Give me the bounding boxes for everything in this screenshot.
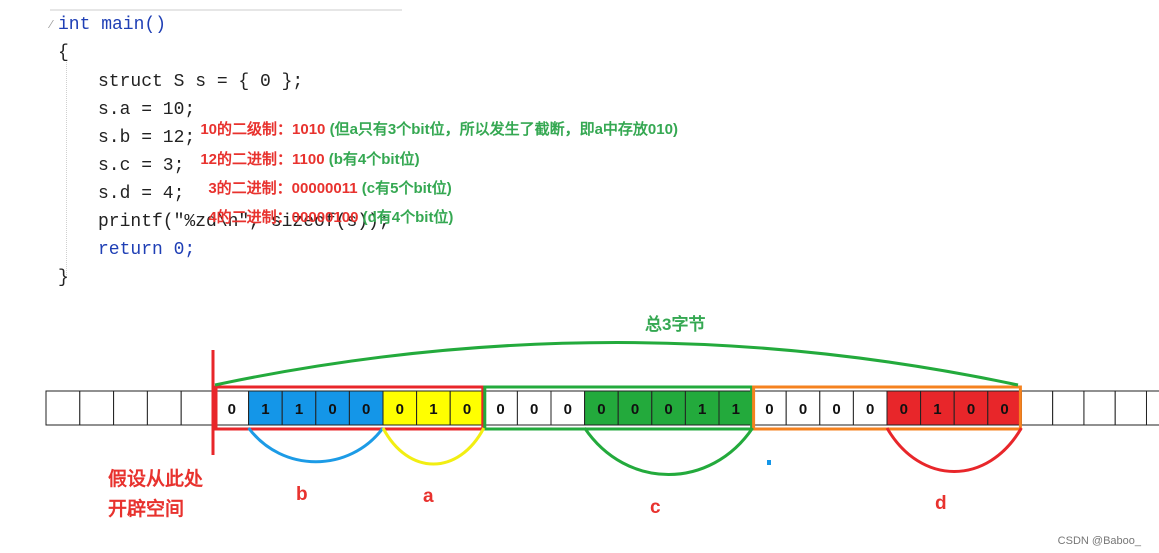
code-main-signature: int main() (58, 15, 167, 35)
label-a: a (423, 486, 434, 507)
code-struct-decl: struct S s = { 0 }; (98, 72, 304, 92)
bit-value: 1 (698, 401, 706, 418)
bit-cell (516, 390, 552, 426)
note-c-explain: (c有5个bit位) (361, 180, 452, 197)
indent-guide (66, 62, 67, 277)
bit-cell (449, 390, 485, 426)
note-c: 3的二进制：00000011 (c有5个bit位) (200, 160, 452, 198)
bit-cell (886, 390, 922, 426)
bit-value: 0 (765, 401, 773, 418)
bit-value: 0 (799, 401, 807, 418)
bit-value: 0 (631, 401, 639, 418)
empty-cell-left (45, 390, 81, 426)
bit-value: 1 (261, 401, 269, 418)
note-a: 10的二级制：1010 (但a只有3个bit位，所以发生了截断，即a中存放010… (192, 101, 678, 139)
start-caption: 假设从此处 开辟空间 (108, 465, 203, 525)
bit-value: 0 (967, 401, 975, 418)
label-d: d (935, 493, 947, 514)
bit-cell (920, 390, 955, 426)
field-brace (885, 427, 1023, 473)
bit-value: 0 (530, 401, 538, 418)
note-d-explain: (d有4个bit位) (362, 209, 454, 226)
empty-cell-left (146, 390, 182, 426)
field-brace (381, 427, 486, 466)
bit-cell (382, 390, 418, 426)
bit-cell (483, 390, 518, 426)
bit-cell (248, 390, 283, 426)
label-c: c (650, 497, 661, 518)
bit-value: 0 (328, 401, 336, 418)
field-brace (247, 427, 385, 464)
bit-value: 0 (832, 401, 840, 418)
note-b-binary: 12的二进制：1100 (200, 151, 325, 168)
code-open-brace: { (58, 43, 69, 63)
note-b: 12的二进制：1100 (b有4个bit位) (192, 131, 420, 169)
code-assign-a: s.a = 10; (98, 100, 196, 120)
code-close-brace: } (58, 268, 69, 288)
code-return: return 0; (98, 240, 196, 260)
start-caption-line2: 开辟空间 (108, 499, 185, 520)
code-assign-b: s.b = 12; (98, 128, 196, 148)
bit-value: 0 (597, 401, 605, 418)
bit-cell (651, 390, 686, 426)
watermark: CSDN @Baboo_ (1057, 535, 1141, 547)
bit-cell (752, 390, 787, 426)
label-b: b (296, 484, 308, 505)
code-assign-d: s.d = 4; (98, 184, 185, 204)
bit-value: 1 (732, 401, 740, 418)
empty-cell-left (113, 390, 148, 426)
empty-cell-left (79, 390, 115, 426)
bit-cell (718, 390, 754, 426)
field-brace (583, 427, 754, 476)
bit-value: 0 (564, 401, 572, 418)
note-c-binary: 3的二进制：00000011 (208, 180, 358, 197)
byte-box (483, 385, 754, 431)
stray-dot (767, 460, 771, 465)
bit-cell (281, 390, 317, 426)
bit-cell (987, 390, 1022, 426)
note-d-binary: 4的二进制：00000100 (208, 209, 359, 226)
bit-value: 0 (900, 401, 908, 418)
note-b-explain: (b有4个bit位) (328, 151, 420, 168)
bit-value: 0 (463, 401, 471, 418)
note-d: 4的二进制：00000100 (d有4个bit位) (200, 189, 453, 227)
code-printf: printf("%zd\n", sizeof(s)); (98, 212, 390, 232)
empty-cell-right (1114, 390, 1147, 426)
bit-cell (550, 390, 586, 426)
bit-value: 1 (933, 401, 941, 418)
start-caption-line1: 假设从此处 (108, 469, 204, 490)
total-size-label: 总3字节 (645, 315, 706, 334)
bit-cell (617, 390, 653, 426)
bit-value: 0 (396, 401, 404, 418)
bit-value: 1 (295, 401, 303, 418)
empty-cell-right (1145, 390, 1159, 426)
empty-cell-right (1052, 390, 1085, 426)
empty-cell-right (1083, 390, 1116, 426)
bit-cell (348, 390, 384, 426)
note-a-binary: 10的二级制：1010 (200, 121, 326, 138)
editor-top-rule (50, 9, 402, 11)
total-size-arc (214, 341, 1019, 387)
code-assign-c: s.c = 3; (98, 156, 185, 176)
bit-value: 0 (362, 401, 370, 418)
bit-value: 0 (866, 401, 874, 418)
bit-value: 1 (429, 401, 437, 418)
bit-cell (953, 390, 989, 426)
byte-box (214, 385, 485, 431)
fold-marker-icon: ⁄ (50, 18, 52, 31)
bit-value: 0 (228, 401, 236, 418)
bit-value: 0 (496, 401, 504, 418)
bit-value: 0 (1000, 401, 1008, 418)
bit-cell (416, 390, 451, 426)
empty-cell-right (1020, 390, 1054, 426)
bit-value: 0 (664, 401, 672, 418)
empty-cell-left (180, 390, 216, 426)
note-a-explain: (但a只有3个bit位，所以发生了截断，即a中存放010) (329, 121, 678, 138)
